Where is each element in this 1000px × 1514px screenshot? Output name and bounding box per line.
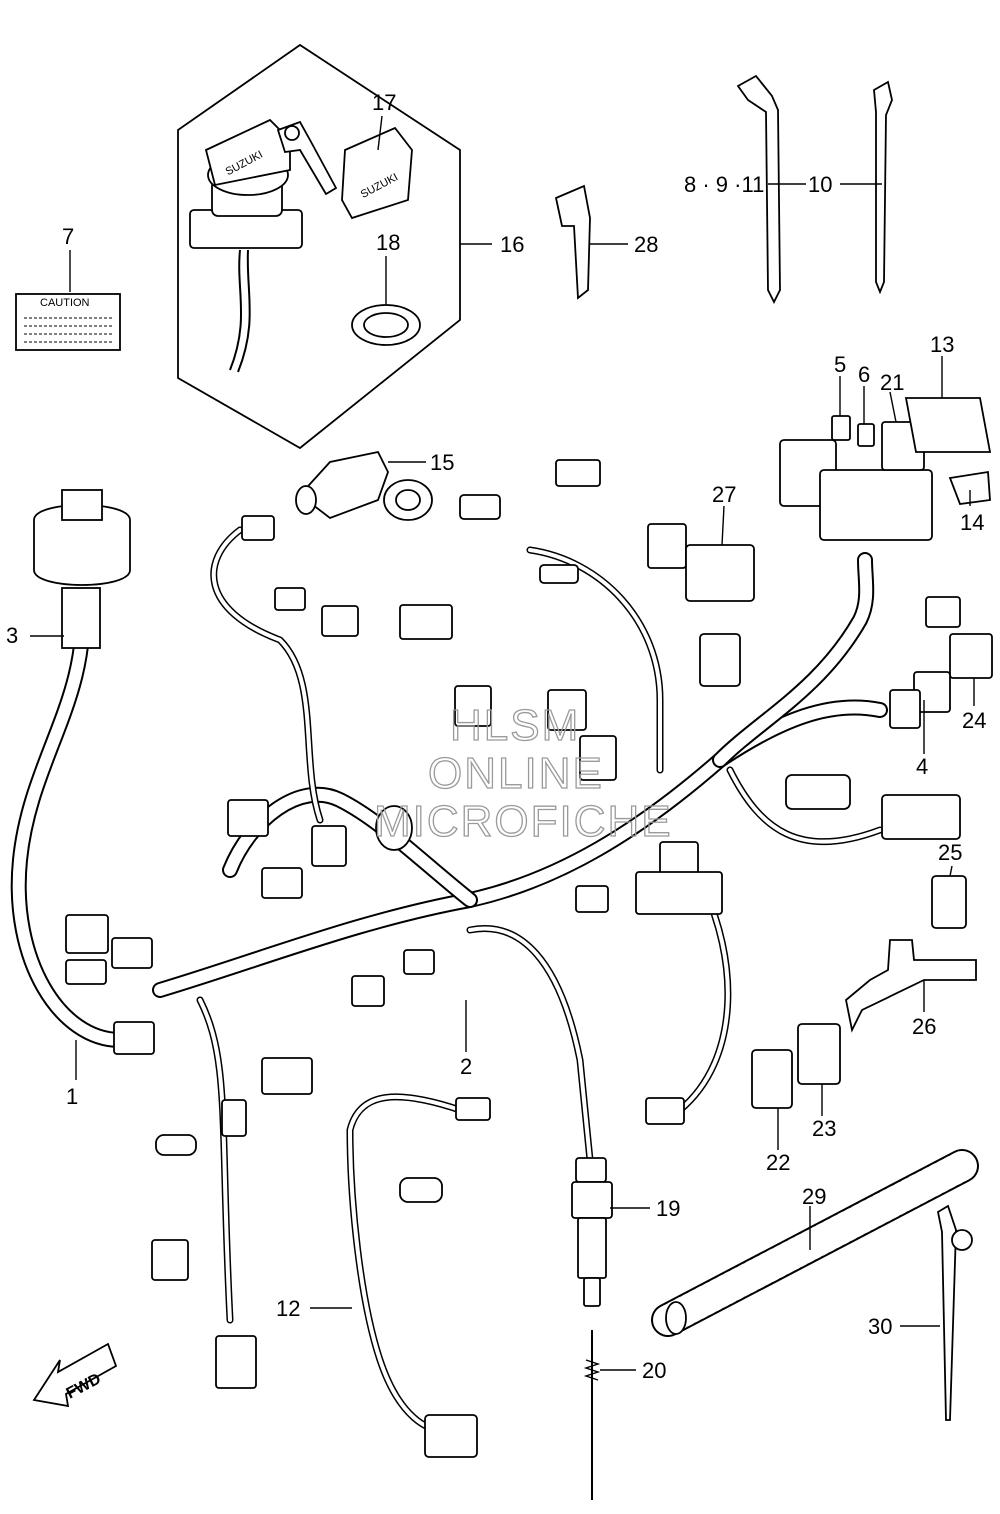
cable-ties	[736, 74, 893, 305]
callout-14: 14	[960, 510, 984, 535]
sub-harness-12	[346, 1093, 478, 1458]
ignition-switch-kit: SUZUKI SUZUKI	[177, 43, 461, 450]
cable-tie-30	[936, 1204, 973, 1421]
callout-10: 10	[808, 172, 832, 197]
callout-19: 19	[656, 1196, 680, 1221]
watermark-line2: ONLINE	[428, 749, 604, 798]
lead-harness-3	[10, 489, 131, 1048]
callout-27: 27	[712, 482, 736, 507]
callout-26: 26	[912, 1014, 936, 1039]
callout-8-9-11: 8 · 9 ·11	[684, 172, 764, 197]
callout-15: 15	[430, 450, 454, 475]
callout-12: 12	[276, 1296, 300, 1321]
caution-label-part: CAUTION	[15, 293, 121, 351]
callout-24: 24	[962, 708, 986, 733]
fuse-relay-box	[685, 397, 992, 602]
callout-13: 13	[930, 332, 954, 357]
callout-16: 16	[500, 232, 524, 257]
callout-25: 25	[938, 840, 962, 865]
connectors	[65, 459, 993, 1389]
callout-3: 3	[6, 623, 18, 648]
callout-5: 5	[834, 352, 846, 377]
callout-29: 29	[802, 1184, 826, 1209]
oxygen-sensor	[571, 1157, 613, 1500]
watermark-line3: MICROFICHE	[374, 797, 673, 846]
callout-21: 21	[880, 370, 904, 395]
callout-28: 28	[634, 232, 658, 257]
watermark: HLSM ONLINE MICROFICHE	[373, 700, 673, 846]
accessory-socket	[295, 450, 433, 521]
callout-30: 30	[868, 1314, 892, 1339]
leader-lines	[30, 115, 975, 1371]
callout-20: 20	[642, 1358, 666, 1383]
callout-23: 23	[812, 1116, 836, 1141]
callout-17: 17	[372, 90, 396, 115]
callout-labels: 1 2 3 4 5 6 7 8 · 9 ·11 10 12 13 14 15 1…	[6, 90, 986, 1383]
callout-4: 4	[916, 754, 928, 779]
branch-wires	[196, 526, 884, 1324]
callout-18: 18	[376, 230, 400, 255]
forward-arrow: FWD	[32, 1342, 118, 1408]
callout-22: 22	[766, 1150, 790, 1175]
watermark-line1: HLSM	[450, 701, 580, 750]
callout-1: 1	[66, 1084, 78, 1109]
caution-label-text: CAUTION	[40, 297, 90, 309]
callout-2: 2	[460, 1054, 472, 1079]
callout-6: 6	[858, 362, 870, 387]
key-part	[554, 184, 591, 300]
corrugated-tube	[651, 1149, 979, 1337]
callout-7: 7	[62, 224, 74, 249]
couplers-and-bracket	[751, 875, 977, 1109]
